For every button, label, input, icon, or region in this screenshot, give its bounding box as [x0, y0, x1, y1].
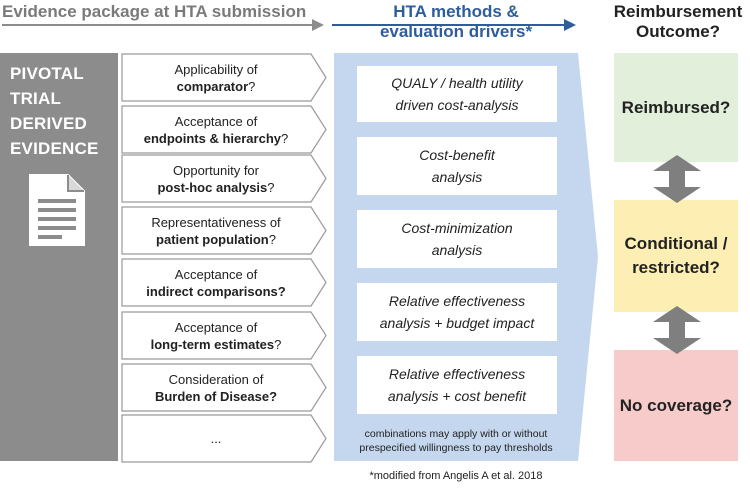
- evidence-chevron-shape: [121, 311, 327, 360]
- methods-note: combinations may apply with or without p…: [340, 427, 572, 455]
- methods-chevron: [578, 53, 598, 461]
- evidence-chevron-shape: [121, 105, 327, 154]
- evidence-item-line2: long-term estimates?: [151, 336, 282, 353]
- method-line2: analysis: [431, 242, 483, 258]
- evidence-chevron-shape: [121, 414, 327, 463]
- methods-note-line2: prespecified willingness to pay threshol…: [359, 442, 553, 454]
- outcome-header-line2: Outcome?: [635, 22, 721, 41]
- outcome-label-line1: Conditional /: [624, 234, 728, 253]
- evidence-header-arrowhead: [312, 19, 324, 31]
- evidence-item-line2: patient population?: [156, 231, 276, 248]
- evidence-item-line1: Acceptance of: [174, 319, 258, 335]
- methods-header-arrowhead: [564, 19, 576, 31]
- evidence-item-line1: ...: [210, 431, 222, 446]
- evidence-chevron-shape: [121, 154, 327, 203]
- evidence-item-line2: endpoints & hierarchy?: [144, 130, 288, 147]
- pivotal-line-1: PIVOTAL: [10, 64, 84, 83]
- evidence-item-line1: Consideration of: [168, 371, 264, 387]
- evidence-item-suffix: ?: [268, 231, 276, 247]
- method-box: QUALY / health utility driven cost-analys…: [357, 66, 557, 122]
- evidence-item-suffix: ?: [274, 336, 282, 352]
- outcome-label: No coverage?: [619, 395, 733, 415]
- outcome-label-line2: restricted?: [632, 258, 720, 277]
- method-line1: Cost-minimization: [401, 220, 513, 236]
- method-line2: analysis: [431, 169, 483, 185]
- evidence-header: Evidence package at HTA submission: [2, 2, 307, 21]
- outcome-label: Reimbursed?: [621, 97, 731, 117]
- outcome-no-coverage: No coverage?: [614, 350, 738, 461]
- evidence-item-line2: indirect comparisons?: [146, 283, 285, 300]
- evidence-item-keyword: indirect comparisons?: [146, 283, 286, 299]
- pivotal-line-3: DERIVED: [10, 114, 87, 133]
- evidence-header-arrow: [2, 24, 312, 26]
- evidence-item-keyword: long-term estimates: [150, 336, 275, 352]
- methods-header-arrow: [332, 24, 564, 26]
- evidence-item-suffix: ?: [267, 179, 275, 195]
- pivotal-trial-label: PIVOTAL TRIAL DERIVED EVIDENCE: [10, 61, 116, 161]
- pivotal-line-4: EVIDENCE: [10, 139, 99, 158]
- method-box: Relative effectiveness analysis + cost be…: [357, 356, 557, 414]
- methods-note-line1: combinations may apply with or without: [364, 428, 548, 440]
- evidence-item-line1: Acceptance of: [174, 113, 258, 129]
- pivotal-line-2: TRIAL: [10, 89, 62, 108]
- evidence-chevron-shape: [121, 258, 327, 307]
- methods-header-line2: evaluation drivers*: [379, 22, 533, 41]
- method-box: Relative effectiveness analysis + budget …: [357, 283, 557, 341]
- outcome-reimbursed: Reimbursed?: [614, 53, 738, 162]
- pivotal-trial-panel: PIVOTAL TRIAL DERIVED EVIDENCE: [0, 53, 118, 461]
- outcome-header-line1: Reimbursement: [613, 2, 743, 21]
- double-arrow-icon: [653, 306, 701, 354]
- method-box: Cost-benefit analysis: [357, 137, 557, 195]
- evidence-item-line2: post-hoc analysis?: [157, 179, 274, 196]
- evidence-item-line2: comparator?: [177, 78, 256, 95]
- evidence-item-line2: Burden of Disease?: [155, 388, 277, 405]
- evidence-item-keyword: endpoints & hierarchy: [143, 130, 281, 146]
- evidence-item-line1: Opportunity for: [173, 162, 259, 178]
- method-line1: Relative effectiveness: [388, 366, 526, 382]
- evidence-item-text: ...: [121, 414, 311, 463]
- evidence-item-keyword: post-hoc analysis: [157, 179, 268, 195]
- evidence-chevron-shape: [121, 206, 327, 255]
- evidence-item-suffix: ?: [281, 130, 289, 146]
- footnote: *modified from Angelis A et al. 2018: [369, 470, 543, 482]
- evidence-item-line1: Representativeness of: [151, 214, 281, 230]
- evidence-item: ...: [121, 414, 328, 463]
- document-icon: [29, 174, 85, 246]
- evidence-item-keyword: patient population: [156, 231, 269, 247]
- method-line2: analysis + budget impact: [379, 315, 535, 331]
- outcome-conditional: Conditional / restricted?: [614, 200, 738, 312]
- method-line2: driven cost-analysis: [395, 97, 519, 113]
- evidence-item-suffix: ?: [248, 78, 256, 94]
- method-line1: Cost-benefit: [419, 147, 495, 163]
- method-line1: Relative effectiveness: [388, 293, 526, 309]
- methods-header-line1: HTA methods &: [393, 2, 519, 21]
- methods-header: HTA methods & evaluation drivers*: [330, 2, 582, 42]
- evidence-chevron-shape: [121, 53, 327, 102]
- evidence-chevron-shape: [121, 363, 327, 412]
- evidence-item-line1: Acceptance of: [174, 266, 258, 282]
- evidence-item-line1: Applicability of: [174, 61, 258, 77]
- method-line1: QUALY / health utility: [391, 75, 523, 91]
- method-box: Cost-minimization analysis: [357, 210, 557, 268]
- evidence-item-keyword: Burden of Disease?: [154, 388, 278, 404]
- double-arrow-icon: [653, 155, 701, 203]
- method-line2: analysis + cost benefit: [387, 388, 527, 404]
- evidence-item-keyword: comparator: [176, 78, 249, 94]
- outcome-header: Reimbursement Outcome?: [606, 2, 750, 42]
